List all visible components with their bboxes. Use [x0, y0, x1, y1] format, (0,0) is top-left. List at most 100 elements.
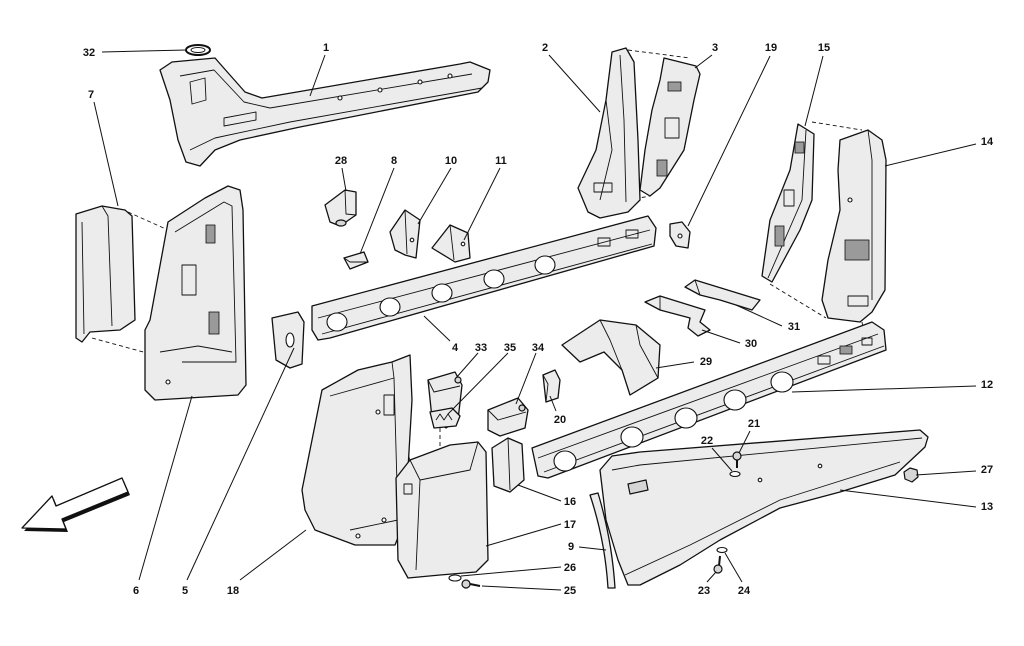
panel-outline	[395, 441, 489, 579]
plate-fold	[507, 437, 511, 491]
nut-body	[903, 467, 919, 483]
hole	[847, 197, 853, 203]
pillar-crease	[867, 129, 873, 300]
leader-8	[359, 167, 395, 255]
callout-4: 4	[452, 342, 459, 354]
panel-tab	[403, 483, 413, 495]
hinge-fold	[427, 379, 461, 393]
beam-flange	[321, 243, 653, 335]
shield-outline	[561, 319, 661, 396]
plate-teeth	[435, 413, 453, 421]
leader-30	[701, 329, 741, 344]
callout-23: 23	[698, 585, 710, 597]
panel-recess	[383, 394, 395, 416]
part-32-ring	[185, 44, 211, 56]
panel-crease	[159, 345, 233, 353]
trim-outline	[589, 492, 616, 589]
arrow-body	[21, 477, 129, 530]
callout-28: 28	[335, 155, 347, 167]
beam-edge	[537, 333, 879, 459]
shield-crease	[599, 319, 623, 371]
callout-3: 3	[712, 42, 718, 54]
leader-11	[463, 167, 501, 241]
part-19-small-plate	[669, 221, 691, 249]
callout-22: 22	[701, 435, 713, 447]
callout-10: 10	[445, 155, 457, 167]
beam-slot	[817, 355, 831, 365]
callout-13: 13	[981, 501, 993, 513]
part-23-bolt	[713, 555, 723, 574]
part-12-lower-beam	[531, 321, 887, 479]
hole	[337, 95, 343, 101]
part-20-small-clip	[542, 369, 561, 403]
part-16-reinforcement-plate	[491, 437, 525, 493]
beam-flange	[543, 345, 885, 473]
callout-8: 8	[391, 155, 397, 167]
callout-6: 6	[133, 585, 139, 597]
panel-pocket	[223, 111, 257, 127]
leader-26	[460, 566, 562, 577]
part-5-end-plate	[271, 311, 305, 369]
panel-crease	[101, 205, 113, 327]
leader-27	[915, 470, 977, 476]
leader-2	[548, 54, 601, 113]
leader-21	[738, 430, 751, 454]
callout-31: 31	[788, 321, 800, 333]
hole	[417, 79, 423, 85]
panel-slot	[208, 311, 220, 335]
leader-4	[423, 315, 451, 342]
beam-outline	[531, 321, 887, 479]
hole	[460, 241, 466, 247]
callout-2: 2	[542, 42, 548, 54]
callout-12: 12	[981, 379, 993, 391]
part-17-front-cover-panel	[395, 441, 489, 579]
part-2-b-pillar-outer	[577, 47, 641, 219]
beam-slot	[839, 345, 853, 355]
leader-lines	[93, 49, 977, 591]
beam-hole	[483, 269, 505, 289]
panel-crease	[329, 377, 399, 531]
beam-hole	[770, 371, 794, 393]
leader-3	[694, 54, 713, 69]
bolt-shank	[469, 583, 481, 587]
leader-5	[186, 347, 295, 581]
beam-hole	[723, 389, 747, 411]
leader-25	[481, 585, 562, 591]
panel-crease	[391, 361, 395, 379]
gusset-fold	[404, 209, 408, 255]
panel-outline	[159, 57, 491, 167]
leader-31	[735, 304, 783, 327]
pillar-slot	[774, 225, 785, 247]
callout-5: 5	[182, 585, 188, 597]
beam-slot	[861, 337, 873, 346]
callout-labels: 32 1 2 3 19 15 7 14 28 8 10 11 31 30 4 3…	[83, 42, 994, 597]
leader-10	[417, 167, 452, 225]
leader-6	[138, 395, 193, 581]
pillar-recess	[664, 117, 680, 139]
washer-body	[716, 546, 728, 554]
leader-18	[239, 529, 307, 581]
callout-24: 24	[738, 585, 751, 597]
leader-24	[724, 552, 743, 583]
callout-19: 19	[765, 42, 777, 54]
callout-32: 32	[83, 47, 95, 59]
washer-body	[729, 470, 741, 478]
part-4-upper-beam	[311, 215, 657, 341]
bolt-head	[461, 579, 471, 589]
panel-crease	[409, 441, 479, 481]
part-31-strap-bracket	[684, 279, 761, 311]
ring-inner	[190, 47, 206, 53]
strap-fold	[694, 279, 701, 296]
callout-33: 33	[475, 342, 487, 354]
leader-7	[93, 101, 119, 207]
part-14-rear-pillar-outer	[821, 129, 887, 323]
beam-hole	[431, 283, 453, 303]
callout-9: 9	[568, 541, 574, 553]
part-30-bracket	[644, 295, 711, 337]
shield-crease	[635, 324, 659, 379]
panel-slot	[205, 224, 216, 244]
pillar-outline	[639, 57, 701, 197]
pillar-slot	[593, 182, 613, 193]
pillar-slot	[794, 141, 805, 154]
callout-20: 20	[554, 414, 566, 426]
